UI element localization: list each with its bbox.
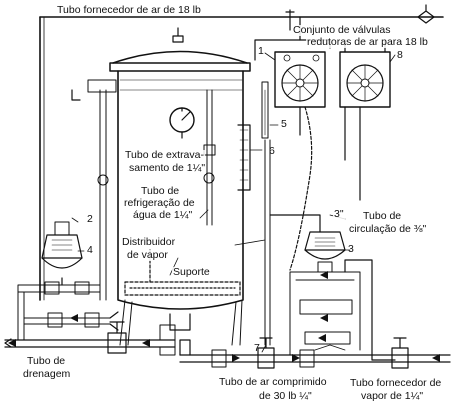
vessel-rim (109, 62, 251, 72)
callout-2: 2 (87, 213, 93, 225)
callout-4: 4 (87, 244, 93, 256)
label-support: Suporte (172, 266, 211, 278)
flow-arrow (292, 354, 300, 362)
label-valve-set-2: redutoras de ar para 18 lb (306, 36, 429, 48)
vessel-lid (112, 50, 248, 64)
steam-supply-valve (391, 347, 409, 369)
label-compressed-air-1: Tubo de ar comprimido (218, 376, 328, 388)
callout-6: 6 (269, 145, 275, 157)
label-circulation-1: Tubo de (362, 210, 403, 222)
label-overflow-2: samento de 1¼" (128, 162, 207, 174)
flow-arrow (8, 339, 16, 347)
label-drain-2: drenagem (22, 368, 72, 380)
label-steam-distributor-2: de vapor (126, 249, 169, 261)
steam-supply-pipe (179, 354, 451, 363)
top-vent-left (172, 27, 184, 43)
flow-arrow (70, 314, 78, 322)
top-vent-right (285, 9, 295, 31)
label-three-inch: 3" (333, 208, 345, 220)
flow-arrow (142, 339, 150, 347)
label-compressed-air-2: de 30 lb ¼" (258, 390, 313, 402)
drain-pipe (4, 339, 176, 348)
reducing-valve-4 (41, 234, 83, 259)
label-overflow-1: Tubo de extrava- (124, 149, 205, 161)
callout-1: 1 (258, 45, 264, 57)
label-steam-supply-2: vapor de 1¼" (360, 390, 425, 402)
label-drain-1: Tubo de (26, 355, 67, 367)
label-valve-set-1: Conjunto de válvulas (292, 24, 392, 36)
thermometer (261, 81, 269, 139)
left-vent-pipe (99, 89, 107, 301)
flow-arrow (232, 354, 240, 362)
top-valve-right (417, 4, 435, 24)
flow-arrow (320, 314, 328, 322)
label-air-supply: Tubo fornecedor de ar de 18 lb (56, 4, 202, 16)
drain-valve (107, 332, 127, 354)
flow-arrow (432, 354, 440, 362)
overflow-pipe (206, 89, 213, 226)
label-steam-distributor-1: Distribuidor (121, 236, 177, 248)
label-cooling-1: Tubo de (140, 185, 181, 197)
label-circulation-2: circulação de ⅜" (348, 223, 428, 235)
label-cooling-3: água de 1¼" (132, 209, 194, 221)
vessel-bottom-outlet (169, 313, 191, 331)
right-piping (289, 271, 361, 356)
callout-5: 5 (281, 118, 287, 130)
recorder-bulb (237, 124, 251, 191)
vessel-leg-right (231, 299, 243, 346)
flow-arrow (320, 271, 328, 279)
label-steam-supply-1: Tubo fornecedor de (349, 377, 443, 389)
support-frame (124, 281, 241, 296)
label-cooling-2: refrigeração de (123, 197, 196, 209)
controller-8 (339, 51, 391, 108)
callout-3: 3 (348, 243, 354, 255)
flow-arrow (318, 334, 326, 342)
circulation-pipe (264, 139, 271, 346)
callout-7: 7 (254, 342, 260, 354)
reducing-valve-3 (304, 231, 346, 251)
callout-8: 8 (397, 49, 403, 61)
